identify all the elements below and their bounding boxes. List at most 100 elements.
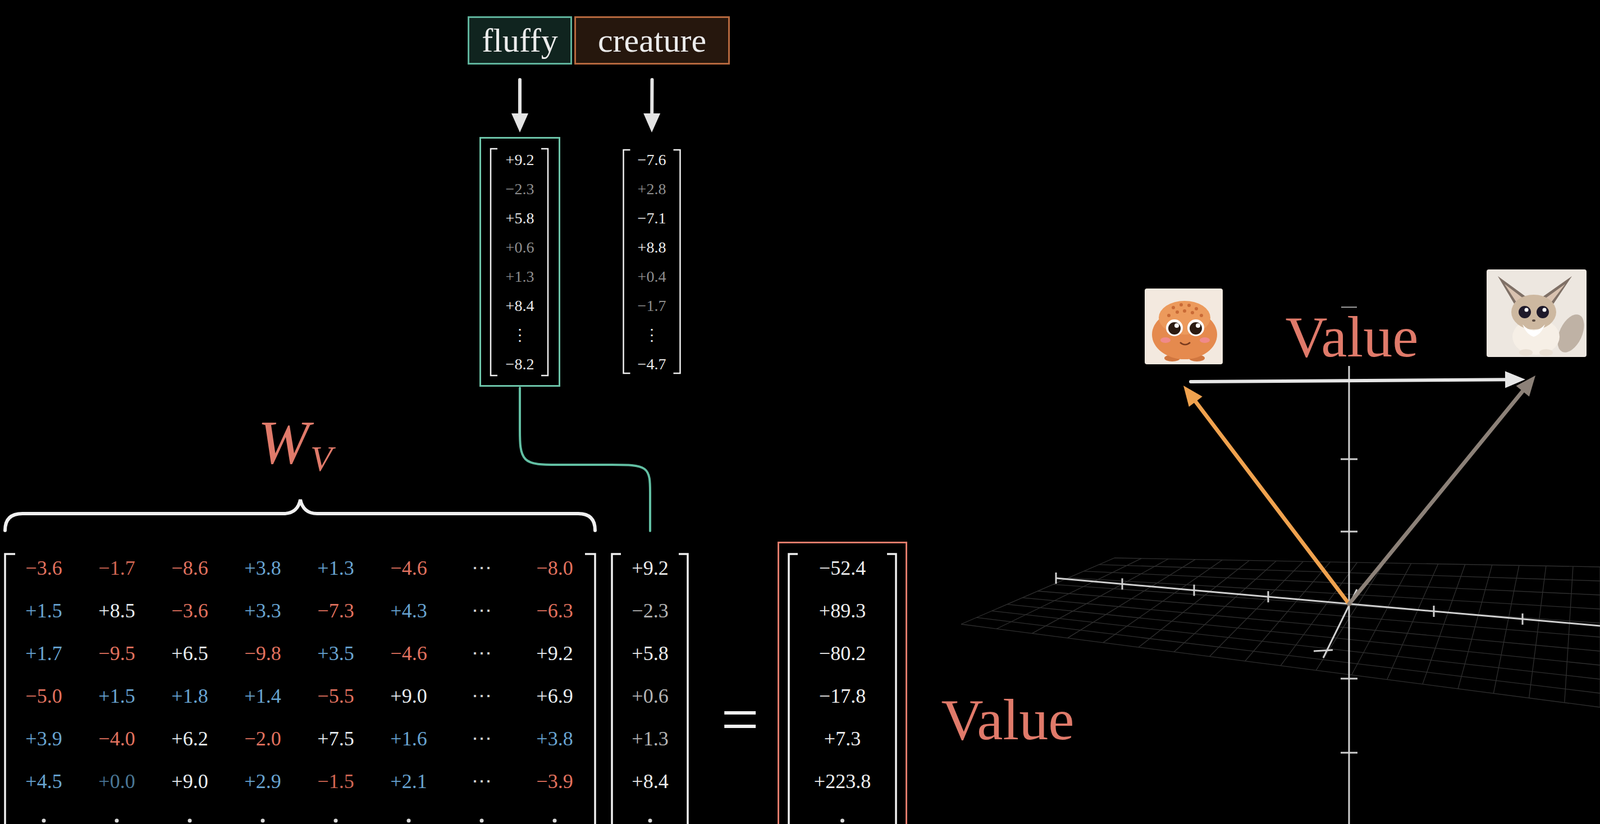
matrix-entry: +3.3 — [244, 589, 281, 633]
matrix-entry: −8.6 — [171, 546, 208, 590]
grid-line — [1351, 563, 1411, 676]
matrix-entry: +3.8 — [536, 717, 573, 761]
matrix-subscript-holder: V — [310, 441, 333, 478]
matrix-entry: ⋯ — [471, 674, 492, 718]
ellipsis-dot — [552, 819, 557, 824]
axis-line — [1348, 307, 1351, 824]
creature-mouth — [1180, 342, 1191, 345]
matrix-entry: +1.4 — [244, 674, 281, 718]
grid-line — [961, 558, 1115, 625]
creature-cheek — [1160, 337, 1171, 344]
matrix-entry: +2.1 — [390, 760, 427, 803]
matrix-entry: −9.8 — [244, 632, 281, 675]
vector-entry: +223.8 — [814, 760, 871, 803]
creature-head — [1511, 294, 1557, 330]
ellipsis-dots — [42, 819, 845, 824]
creature-foot — [1519, 349, 1533, 356]
axis-line — [1521, 613, 1524, 625]
creature-pupil — [1168, 322, 1181, 335]
left-bracket — [611, 554, 621, 824]
vector-arrow-head — [1183, 385, 1203, 408]
value-arrow-head — [1505, 371, 1526, 388]
matrix-entry: −3.6 — [25, 546, 62, 590]
axis-line — [1193, 584, 1196, 597]
grid-line — [1529, 565, 1547, 698]
matrix-entry: −4.6 — [390, 546, 427, 590]
axis-line — [1056, 578, 1600, 626]
matrix-entry: −3.9 — [536, 760, 573, 803]
axis-line — [1121, 578, 1124, 590]
grid-line — [1031, 559, 1169, 634]
vector-entry: −17.8 — [819, 674, 866, 718]
grid-line — [1280, 562, 1358, 666]
arrow-head — [643, 113, 661, 133]
creature-texture — [1182, 309, 1187, 313]
equals-sign: = — [720, 686, 760, 754]
matrix-entry: +1.5 — [25, 589, 62, 633]
axis-line — [1340, 531, 1358, 533]
grid-line — [1599, 567, 1600, 708]
ellipsis-dot — [334, 819, 338, 824]
creature-eye — [1187, 319, 1205, 337]
matrix-entry: −8.0 — [536, 546, 573, 590]
vector-entry: −8.2 — [505, 349, 535, 379]
vector-entry: −52.4 — [819, 546, 866, 590]
token-box: creature — [574, 16, 730, 65]
matrix-entry: −3.6 — [171, 589, 208, 633]
matrix-entry: +1.5 — [98, 674, 135, 718]
matrix-entry: −5.0 — [25, 674, 62, 718]
matrix-entry: −4.0 — [98, 717, 135, 761]
creature-texture — [1194, 307, 1199, 311]
matrix-entry: +9.0 — [171, 760, 208, 803]
vector-entry: −7.6 — [637, 145, 667, 175]
matrix-entry: +6.5 — [171, 632, 208, 675]
matrix-entry: +9.0 — [390, 674, 427, 718]
creature-pupil — [1189, 322, 1202, 335]
matrix-entry: +7.5 — [317, 717, 354, 761]
curly-brace — [5, 499, 596, 531]
left-bracket — [5, 554, 16, 824]
left-bracket — [788, 554, 798, 824]
creature-texture — [1179, 303, 1183, 307]
vector-entry: +9.2 — [505, 145, 535, 175]
matrix-entry: −2.0 — [244, 717, 281, 761]
input-vector: +9.2−2.3+5.8+0.6+1.3+8.4 — [609, 533, 692, 824]
eye-highlight — [1195, 323, 1201, 328]
eye-highlight — [1174, 323, 1179, 328]
axis-line — [1055, 572, 1058, 584]
matrix-entry: +9.2 — [536, 632, 573, 675]
grid-line — [1422, 564, 1466, 685]
right-bracket — [584, 554, 596, 824]
matrix-entry: −1.7 — [98, 546, 135, 590]
eye-highlight — [1542, 308, 1547, 313]
axis-line — [1340, 458, 1358, 461]
axis — [1056, 307, 1600, 824]
grid-line — [1103, 560, 1223, 643]
matrix-entry: ⋯ — [471, 589, 492, 633]
left-bracket — [623, 149, 631, 374]
arrow-head — [511, 113, 529, 133]
connector — [643, 79, 661, 133]
creature-foot — [1539, 349, 1553, 356]
embedding-vector: −7.6+2.8−7.1+8.8+0.4−1.7⋮−4.7 — [622, 136, 682, 387]
matrix-subscript: V — [310, 441, 333, 478]
chest-fluff — [1522, 324, 1545, 337]
axis-line — [1313, 650, 1333, 652]
right-bracket — [678, 554, 688, 824]
grid-line — [1493, 565, 1520, 694]
matrix-entry: +8.5 — [98, 589, 135, 633]
matrix-entry: +4.3 — [390, 589, 427, 633]
value-matrix: −3.6−1.7−8.6+3.8+1.3−4.6⋯−8.0+1.5+8.5−3.… — [0, 541, 604, 824]
matrix-entry: −5.5 — [317, 674, 354, 718]
right-bracket — [673, 149, 681, 374]
creature-texture — [1199, 313, 1204, 318]
matrix-symbol: W — [257, 411, 310, 474]
creature-nose — [1532, 319, 1536, 322]
ellipsis-dot — [188, 819, 192, 824]
connector — [519, 387, 651, 532]
grid-line — [996, 558, 1142, 629]
ellipsis-dot — [648, 819, 653, 824]
vector-entry: ⋮ — [512, 320, 528, 350]
vector-entry: −1.7 — [637, 291, 667, 321]
vector-entry: −80.2 — [819, 632, 866, 675]
